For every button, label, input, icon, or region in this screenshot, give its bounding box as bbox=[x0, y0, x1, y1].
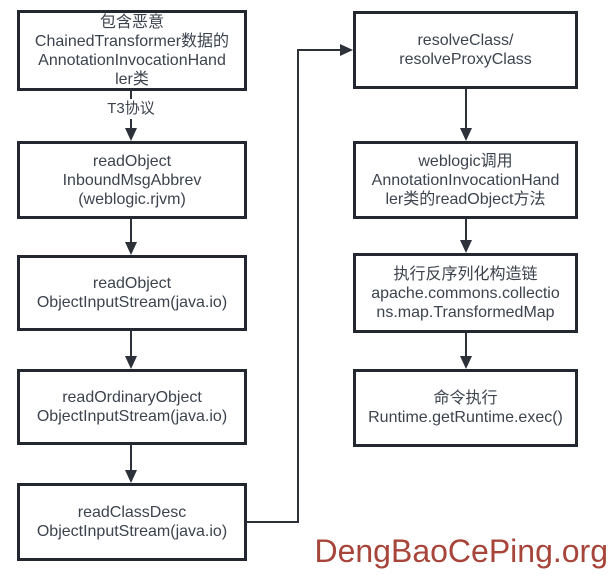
flow-box-readordinaryobject: readOrdinaryObject ObjectInputStream(jav… bbox=[17, 369, 247, 445]
flow-box-readobject-inboundmsgabbrev: readObject InboundMsgAbbrev (weblogic.rj… bbox=[17, 141, 247, 219]
flow-box-readobject-objectinputstream: readObject ObjectInputStream(java.io) bbox=[17, 255, 247, 331]
flow-box-readclassdesc: readClassDesc ObjectInputStream(java.io) bbox=[17, 483, 247, 561]
flow-box-runtime-exec: 命令执行 Runtime.getRuntime.exec() bbox=[353, 369, 578, 447]
arrow-readclassdesc-to-resolveclass bbox=[247, 44, 353, 523]
arrow-resolveclass-to-weblogic-readobject bbox=[460, 89, 472, 141]
arrow-weblogic-readobject-to-transformedmap bbox=[460, 219, 472, 253]
edge-label-t3-protocol: T3协议 bbox=[96, 99, 166, 119]
flow-box-resolveclass: resolveClass/ resolveProxyClass bbox=[353, 11, 578, 89]
arrow-readobject-to-readordinaryobject bbox=[125, 331, 137, 369]
flow-box-weblogic-calls-readobject: weblogic调用 AnnotationInvocationHand ler类… bbox=[353, 141, 578, 219]
arrow-inboundmsgabbrev-to-readobject bbox=[125, 219, 137, 255]
flow-box-malicious-payload: 包含恶意 ChainedTransformer数据的 AnnotationInv… bbox=[17, 10, 247, 91]
flow-box-transformedmap-chain: 执行反序列化构造链 apache.commons.collectio ns.ma… bbox=[353, 253, 578, 333]
arrow-readordinaryobject-to-readclassdesc bbox=[125, 445, 137, 483]
watermark-dengbaoceping: DengBaoCePing.org bbox=[314, 533, 608, 569]
arrow-transformedmap-to-runtime-exec bbox=[460, 333, 472, 369]
